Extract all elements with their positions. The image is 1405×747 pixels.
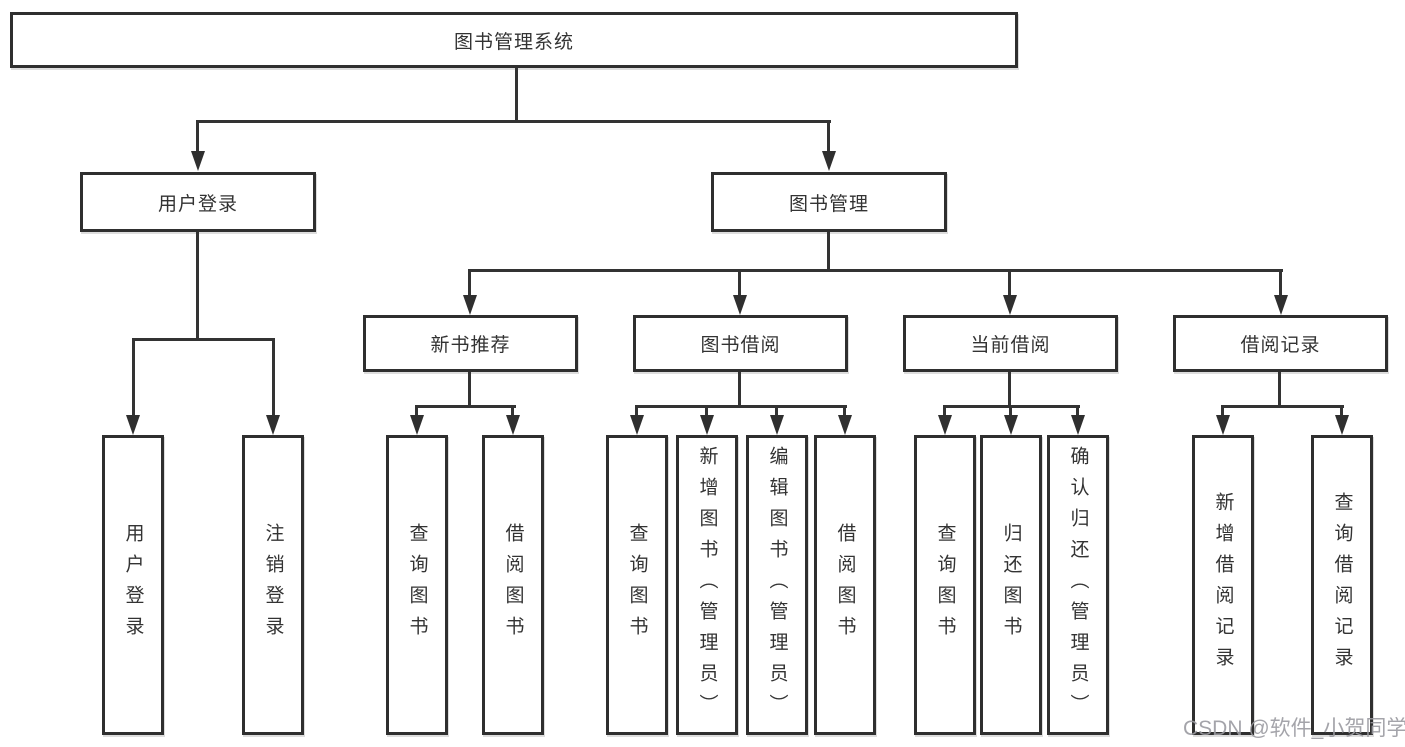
node-label: 图书管理 xyxy=(788,193,869,215)
arrowhead-icon xyxy=(1071,415,1085,435)
leaf-edit-book-admin: 编辑图书（管理员） xyxy=(746,435,808,735)
connector-line xyxy=(843,405,846,417)
node-label: 图书管理系统 xyxy=(453,31,574,53)
connector-line xyxy=(196,232,199,338)
arrowhead-icon xyxy=(770,415,784,435)
connector-line xyxy=(1340,405,1343,417)
connector-line xyxy=(1278,372,1281,405)
connector-line xyxy=(827,120,830,153)
arrowhead-icon xyxy=(838,415,852,435)
leaf-query-books-borrow: 查询图书 xyxy=(606,435,668,735)
arrowhead-icon xyxy=(126,415,140,435)
connector-line xyxy=(1222,405,1344,408)
arrowhead-icon xyxy=(822,151,836,171)
node-borrowing-records: 借阅记录 xyxy=(1173,315,1388,372)
arrowhead-icon xyxy=(1216,415,1230,435)
node-label: 查询图书 xyxy=(934,523,956,647)
node-label: 图书借阅 xyxy=(700,335,781,356)
node-user-login: 用户登录 xyxy=(80,172,316,232)
node-new-book-recommend: 新书推荐 xyxy=(363,315,578,372)
connector-line xyxy=(1008,269,1011,296)
connector-line xyxy=(705,405,708,417)
node-label: 新增图书（管理员） xyxy=(696,445,718,725)
connector-line xyxy=(827,232,830,269)
node-label: 当前借阅 xyxy=(970,335,1051,356)
connector-line xyxy=(196,120,199,153)
node-book-management: 图书管理 xyxy=(711,172,947,232)
connector-line xyxy=(511,405,514,417)
node-label: 查询图书 xyxy=(626,523,648,647)
arrowhead-icon xyxy=(1335,415,1349,435)
leaf-query-borrow-record: 查询借阅记录 xyxy=(1311,435,1373,735)
connector-line xyxy=(1076,405,1079,417)
leaf-query-books-current: 查询图书 xyxy=(914,435,976,735)
leaf-return-books: 归还图书 xyxy=(980,435,1042,735)
arrowhead-icon xyxy=(266,415,280,435)
connector-line xyxy=(196,120,831,123)
connector-line xyxy=(1009,405,1012,417)
connector-line xyxy=(132,338,275,341)
node-book-borrowing: 图书借阅 xyxy=(633,315,848,372)
connector-line xyxy=(775,405,778,417)
arrowhead-icon xyxy=(1004,415,1018,435)
connector-line xyxy=(469,269,1283,272)
connector-line xyxy=(944,405,1080,408)
connector-line xyxy=(635,405,638,417)
connector-line xyxy=(468,269,471,296)
arrowhead-icon xyxy=(630,415,644,435)
node-label: 借阅图书 xyxy=(834,523,856,647)
leaf-confirm-return-admin: 确认归还（管理员） xyxy=(1047,435,1109,735)
connector-line xyxy=(636,405,847,408)
connector-line xyxy=(416,405,516,408)
node-label: 归还图书 xyxy=(1000,523,1022,647)
connector-line xyxy=(1008,372,1011,405)
connector-line xyxy=(1221,405,1224,417)
leaf-add-book-admin: 新增图书（管理员） xyxy=(676,435,738,735)
connector-line xyxy=(943,405,946,417)
node-label: 查询借阅记录 xyxy=(1331,492,1353,678)
node-label: 用户登录 xyxy=(157,193,238,215)
connector-line xyxy=(515,68,518,120)
connector-line xyxy=(1279,269,1282,296)
arrowhead-icon xyxy=(700,415,714,435)
node-root-library-system: 图书管理系统 xyxy=(10,12,1018,68)
arrowhead-icon xyxy=(191,151,205,171)
arrowhead-icon xyxy=(463,295,477,315)
arrowhead-icon xyxy=(1274,295,1288,315)
connector-line xyxy=(468,372,471,405)
leaf-borrow-books: 借阅图书 xyxy=(814,435,876,735)
connector-line xyxy=(132,338,135,416)
node-label: 查询图书 xyxy=(406,523,428,647)
connector-line xyxy=(738,372,741,405)
connector-line xyxy=(415,405,418,417)
node-label: 注销登录 xyxy=(262,523,284,647)
connector-line xyxy=(272,338,275,416)
node-label: 编辑图书（管理员） xyxy=(766,445,788,725)
leaf-add-borrow-record: 新增借阅记录 xyxy=(1192,435,1254,735)
leaf-user-login: 用户登录 xyxy=(102,435,164,735)
node-label: 新增借阅记录 xyxy=(1212,492,1234,678)
node-label: 新书推荐 xyxy=(430,335,511,356)
arrowhead-icon xyxy=(733,295,747,315)
arrowhead-icon xyxy=(1003,295,1017,315)
node-current-borrowing: 当前借阅 xyxy=(903,315,1118,372)
arrowhead-icon xyxy=(938,415,952,435)
node-label: 借阅图书 xyxy=(502,523,524,647)
arrowhead-icon xyxy=(410,415,424,435)
connector-line xyxy=(738,269,741,296)
node-label: 借阅记录 xyxy=(1240,335,1321,356)
csdn-watermark: CSDN @软件_小贺同学 xyxy=(1183,717,1405,740)
leaf-logout: 注销登录 xyxy=(242,435,304,735)
node-label: 确认归还（管理员） xyxy=(1067,445,1089,725)
leaf-borrow-books-recommend: 借阅图书 xyxy=(482,435,544,735)
node-label: 用户登录 xyxy=(122,523,144,647)
leaf-query-books-recommend: 查询图书 xyxy=(386,435,448,735)
arrowhead-icon xyxy=(506,415,520,435)
